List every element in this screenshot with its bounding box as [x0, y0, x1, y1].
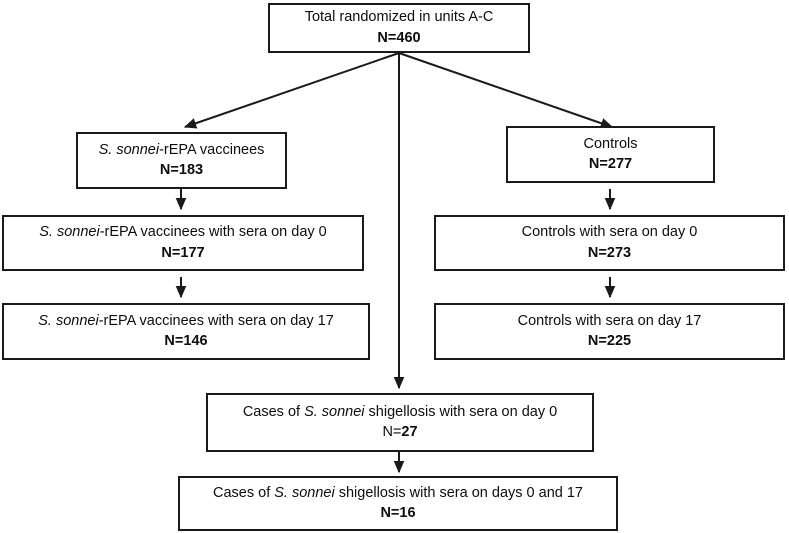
node-vaccinees[interactable]: S. sonnei-rEPA vaccinees N=183 — [76, 132, 287, 189]
node-cases-day0-and-17[interactable]: Cases of S. sonnei shigellosis with sera… — [178, 476, 618, 531]
node-controls-day0-label: Controls with sera on day 0 — [521, 224, 698, 241]
node-total[interactable]: Total randomized in units A-C N=460 — [268, 3, 530, 53]
node-controls-count: N=277 — [588, 156, 633, 172]
node-controls-day17[interactable]: Controls with sera on day 17 N=225 — [434, 303, 785, 360]
node-cases-day0-label: Cases of S. sonnei shigellosis with sera… — [242, 403, 558, 420]
node-cases-day0-and-17-label: Cases of S. sonnei shigellosis with sera… — [213, 484, 583, 501]
node-cases-day0[interactable]: Cases of S. sonnei shigellosis with sera… — [206, 393, 594, 452]
node-total-count: N=460 — [377, 29, 421, 46]
node-cases-day0-and-17-count: N=16 — [380, 505, 416, 521]
node-vaccinees-day17[interactable]: S. sonnei-rEPA vaccinees with sera on da… — [2, 303, 370, 360]
node-total-label: Total randomized in units A-C — [304, 9, 494, 26]
node-controls-day0-count: N=273 — [587, 244, 632, 261]
node-controls-day17-label: Controls with sera on day 17 — [517, 312, 702, 329]
node-vaccinees-day0-count: N=177 — [161, 244, 205, 261]
node-vaccinees-label: S. sonnei-rEPA vaccinees — [98, 141, 265, 158]
edge-total-to-controls — [398, 52, 614, 129]
node-controls[interactable]: Controls N=277 — [506, 126, 715, 183]
node-controls-label: Controls — [583, 135, 638, 152]
node-vaccinees-day0-label: S. sonnei-rEPA vaccinees with sera on da… — [39, 224, 327, 241]
node-vaccinees-day0[interactable]: S. sonnei-rEPA vaccinees with sera on da… — [2, 215, 364, 271]
node-controls-day0[interactable]: Controls with sera on day 0 N=273 — [434, 215, 785, 271]
node-controls-day17-count: N=225 — [587, 333, 632, 349]
node-vaccinees-day17-label: S. sonnei-rEPA vaccinees with sera on da… — [38, 312, 334, 329]
node-vaccinees-day17-count: N=146 — [164, 333, 208, 349]
edge-total-to-vaccinees — [183, 52, 400, 129]
node-cases-day0-count: N=27 — [382, 424, 418, 440]
node-vaccinees-count: N=183 — [159, 162, 204, 178]
